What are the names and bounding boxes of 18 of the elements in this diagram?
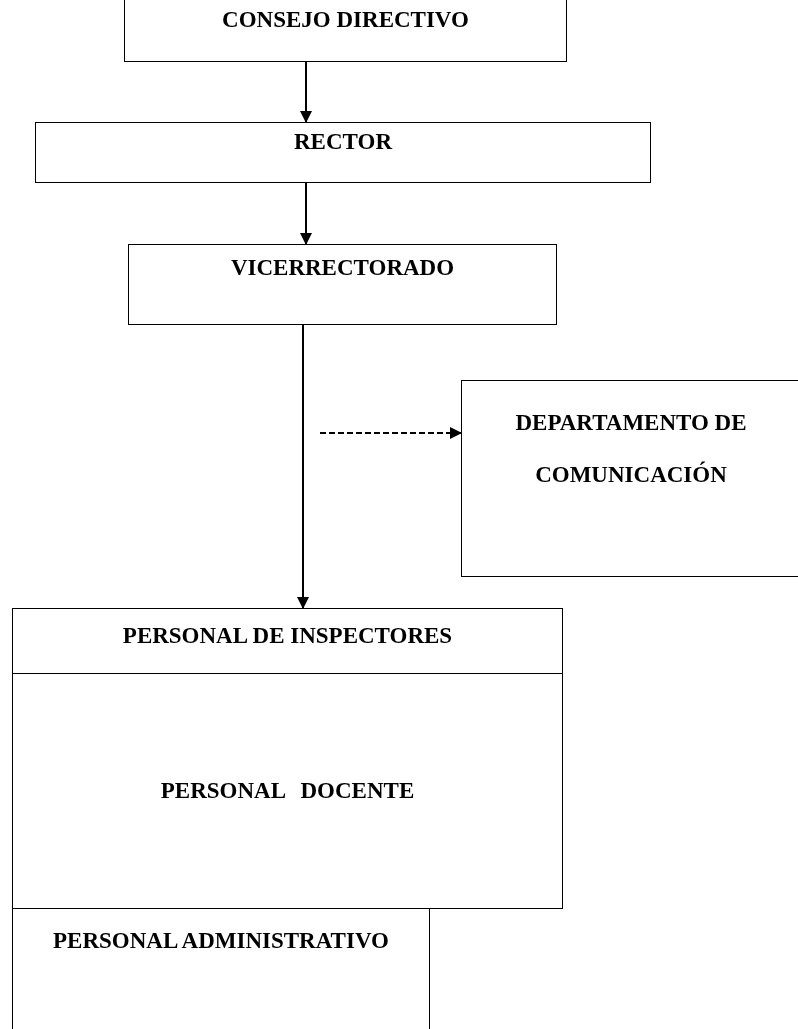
box-label: PERSONAL ADMINISTRATIVO: [53, 927, 389, 955]
dashed-arrow: [319, 427, 462, 439]
box-label: RECTOR: [294, 129, 392, 155]
org-box: [124, 0, 567, 62]
arrow: [300, 61, 312, 123]
org-box: [12, 673, 563, 909]
arrow: [300, 182, 312, 245]
box-label: CONSEJO DIRECTIVO: [222, 7, 469, 33]
box-label: DEPARTAMENTO DE COMUNICACIÓN: [514, 409, 748, 489]
org-box: [12, 908, 430, 1029]
box-label: VICERRECTORADO: [230, 255, 455, 281]
org-box: [35, 122, 651, 183]
org-box: [12, 608, 563, 674]
box-label: PERSONAL DE INSPECTORES: [122, 623, 453, 649]
org-box: [128, 244, 557, 325]
arrow: [297, 324, 309, 609]
org-box: [461, 380, 798, 577]
box-label: PERSONAL DOCENTE: [160, 778, 415, 804]
